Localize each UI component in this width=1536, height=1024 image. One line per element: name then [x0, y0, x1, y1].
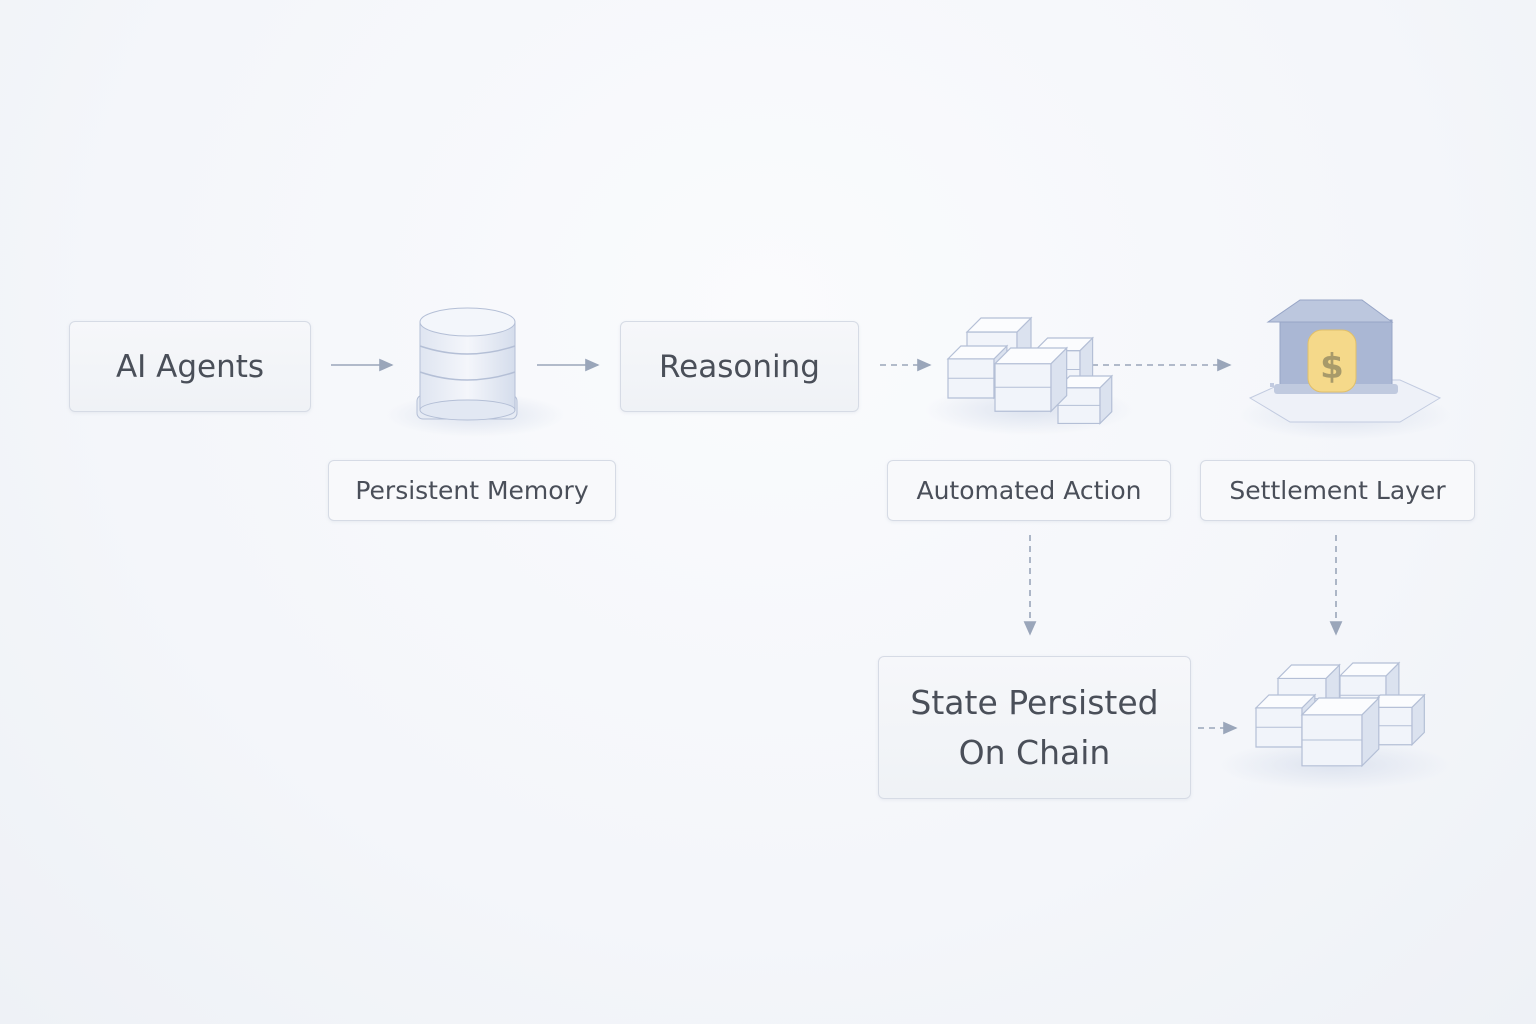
blocks-cluster-icon	[925, 316, 1135, 435]
bank-dollar-icon: $	[1240, 299, 1450, 440]
node-label: Settlement Layer	[1229, 476, 1446, 505]
label-automated-action: Automated Action	[887, 460, 1171, 521]
blockchain-blocks-icon	[1220, 661, 1450, 790]
label-persistent-memory: Persistent Memory	[328, 460, 616, 521]
cube	[1300, 696, 1381, 768]
dollar-symbol: $	[1320, 347, 1344, 387]
node-label: Reasoning	[659, 348, 820, 385]
node-reasoning: Reasoning	[620, 321, 859, 412]
node-label: AI Agents	[115, 348, 265, 385]
node-label-line2: On Chain	[958, 732, 1111, 772]
label-settlement-layer: Settlement Layer	[1200, 460, 1475, 521]
node-label-line1: State Persisted	[910, 682, 1159, 722]
node-ai-agents: AI Agents	[69, 321, 311, 412]
node-label: Automated Action	[916, 476, 1142, 505]
cube	[1056, 374, 1114, 425]
node-label: Persistent Memory	[355, 476, 589, 505]
database-icon	[385, 307, 565, 437]
node-state-persisted-on-chain: State Persisted On Chain	[878, 656, 1191, 799]
cube	[993, 346, 1069, 413]
